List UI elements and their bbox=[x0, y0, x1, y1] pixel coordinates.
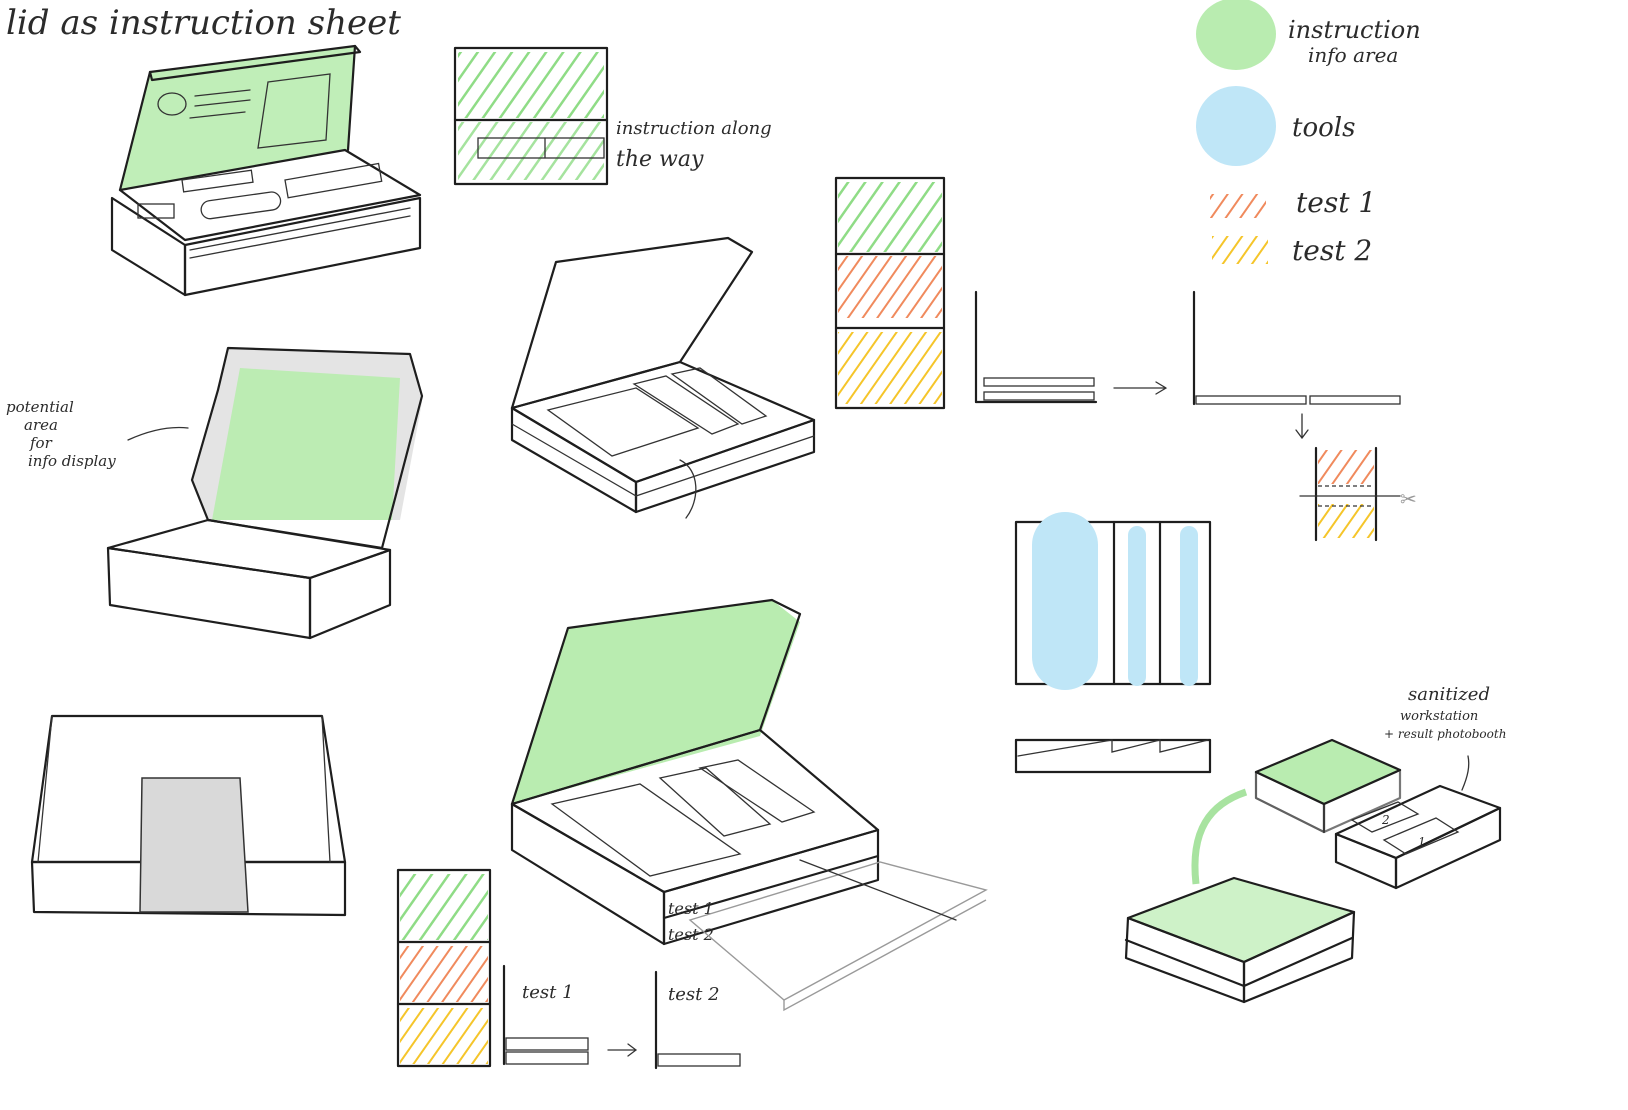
arrow-right-icon bbox=[1114, 382, 1166, 394]
legend-test1-swatch bbox=[1210, 194, 1266, 218]
legend-instruction-label: instruction bbox=[1288, 16, 1421, 44]
legend-test2-label: test 2 bbox=[1292, 234, 1372, 267]
page-title: lid as instruction sheet bbox=[6, 3, 401, 43]
legend-instruction-swatch bbox=[1196, 0, 1276, 70]
arrow-right-icon-2 bbox=[608, 1044, 636, 1056]
sketch-fold-layout: ✂ bbox=[836, 178, 1417, 540]
sketch-tool-tray bbox=[1016, 512, 1210, 772]
up-arrow-icon bbox=[1462, 756, 1469, 790]
note-instruction-along: instruction along bbox=[616, 118, 772, 139]
note-photobooth: + result photobooth bbox=[1384, 727, 1506, 741]
note-workstation: workstation bbox=[1400, 709, 1478, 724]
sketch-flip-box bbox=[512, 238, 814, 518]
legend-tools-label: tools bbox=[1292, 113, 1355, 143]
note-potential: potential bbox=[6, 398, 74, 416]
sketch-green-lid-box: test 1 test 2 bbox=[512, 600, 986, 1010]
fold-label-test2: test 2 bbox=[668, 984, 720, 1005]
rotate-arrow-icon bbox=[680, 460, 696, 518]
sketch-sleeve-box bbox=[32, 716, 345, 915]
legend-instruction-label2: info area bbox=[1308, 43, 1398, 67]
legend-tools-swatch bbox=[1196, 86, 1276, 166]
legend-test1-label: test 1 bbox=[1296, 186, 1376, 219]
sketch-mailer-box: potential area for info display bbox=[6, 348, 422, 638]
arrow-down-icon bbox=[1296, 414, 1308, 438]
sketch-lid-instruction-box bbox=[112, 46, 420, 295]
legend: instruction info area tools test 1 test … bbox=[1196, 0, 1421, 267]
station-num-1: 1 bbox=[1418, 835, 1426, 849]
scissors-icon: ✂ bbox=[1400, 487, 1417, 511]
note-sanitized: sanitized bbox=[1408, 684, 1490, 705]
note-for: for bbox=[29, 434, 53, 452]
sketch-workstation: 2 1 sanitized workstation + result photo… bbox=[1126, 684, 1506, 1002]
fold-label-test1: test 1 bbox=[522, 982, 574, 1003]
lift-arrow-icon bbox=[1195, 792, 1246, 884]
sketch-lid-layout: instruction along the way bbox=[455, 48, 772, 184]
station-num-2: 2 bbox=[1381, 813, 1390, 827]
note-the-way: the way bbox=[616, 147, 704, 172]
legend-test2-swatch bbox=[1212, 236, 1268, 264]
pointer-arrow-icon bbox=[128, 428, 188, 441]
note-info-display: info display bbox=[28, 452, 116, 470]
note-area: area bbox=[24, 416, 58, 434]
